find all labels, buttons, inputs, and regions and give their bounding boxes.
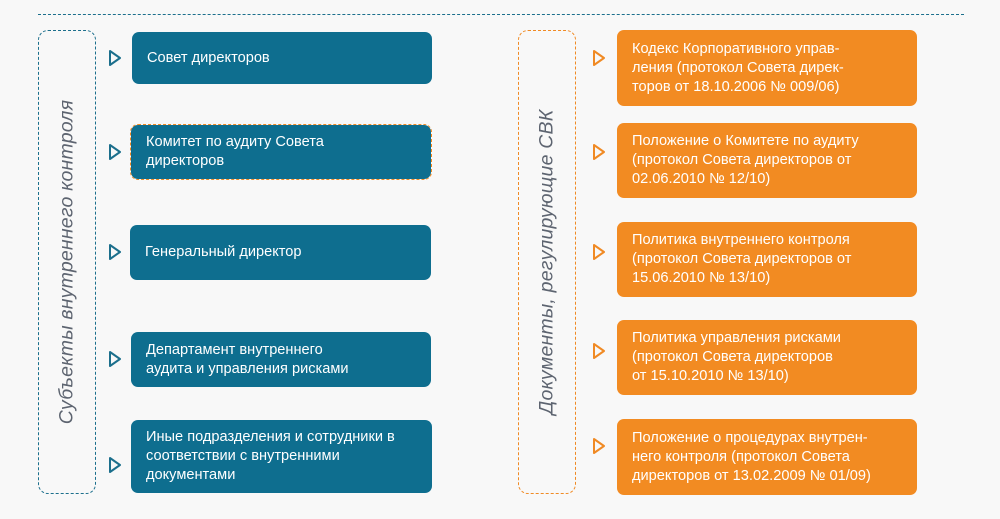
triangle-right-outline-icon	[592, 342, 606, 360]
doc-risk-management-policy: Политика управления рисками (протокол Со…	[617, 320, 917, 395]
document-label: Политика внутреннего контроля (протокол …	[632, 232, 852, 286]
triangle-right-outline-icon	[592, 437, 606, 455]
doc-audit-committee-regulation: Положение о Комитете по аудиту (протокол…	[617, 123, 917, 198]
triangle-right-outline-icon	[592, 143, 606, 161]
document-label: Положение о Комитете по аудиту (протокол…	[632, 133, 859, 187]
subject-internal-audit-department: Департамент внутреннего аудита и управле…	[131, 332, 431, 387]
doc-corporate-governance-code: Кодекс Корпоративного управ- ления (прот…	[617, 30, 917, 106]
subject-board-of-directors: Совет директоров	[132, 32, 432, 84]
document-label: Политика управления рисками (протокол Со…	[632, 330, 841, 384]
triangle-right-outline-icon	[108, 243, 122, 261]
triangle-right-outline-icon	[108, 143, 122, 161]
document-label: Положение о процедурах внутрен- него кон…	[632, 429, 871, 484]
subject-label: Департамент внутреннего аудита и управле…	[146, 341, 349, 377]
ics-documents-label: Документы, регулирующие СВК	[535, 109, 558, 415]
triangle-right-outline-icon	[108, 49, 122, 67]
doc-internal-control-policy: Политика внутреннего контроля (протокол …	[617, 222, 917, 297]
internal-control-subjects-frame: Субъекты внутреннего контроля	[38, 30, 96, 494]
document-label: Кодекс Корпоративного управ- ления (прот…	[632, 40, 844, 95]
subject-audit-committee: Комитет по аудиту Совета директоров	[130, 124, 432, 180]
top-divider	[38, 14, 964, 15]
subject-label: Комитет по аудиту Совета директоров	[146, 134, 324, 169]
ics-documents-frame: Документы, регулирующие СВК	[518, 30, 576, 494]
subject-label: Иные подразделения и сотрудники в соотве…	[146, 429, 395, 483]
subject-other-units: Иные подразделения и сотрудники в соотве…	[131, 420, 432, 493]
triangle-right-outline-icon	[592, 49, 606, 67]
doc-internal-control-procedures: Положение о процедурах внутрен- него кон…	[617, 419, 917, 495]
subject-label: Генеральный директор	[145, 244, 302, 260]
subject-general-director: Генеральный директор	[130, 225, 431, 280]
triangle-right-outline-icon	[108, 456, 122, 474]
subject-label: Совет директоров	[147, 49, 270, 66]
triangle-right-outline-icon	[108, 350, 122, 368]
triangle-right-outline-icon	[592, 243, 606, 261]
internal-control-subjects-label: Субъекты внутреннего контроля	[55, 99, 78, 425]
